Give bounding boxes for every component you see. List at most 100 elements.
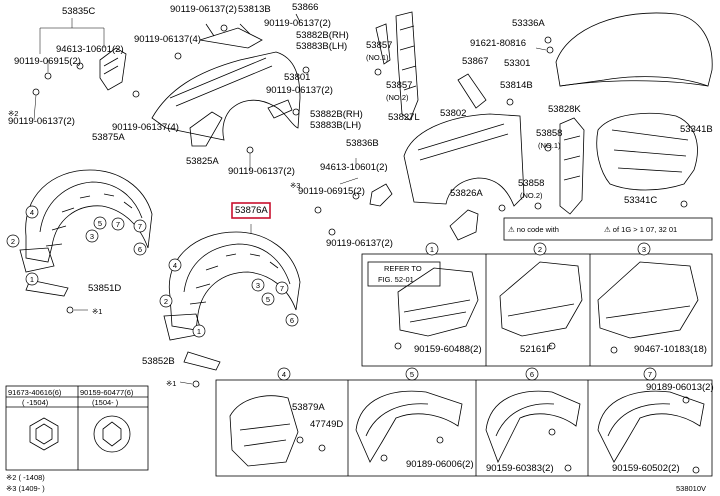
callout-p-94613-10601-b[interactable]: 94613-10601(2) — [320, 162, 388, 173]
callout-p-90119-06137-d[interactable]: 90119-06137(2) — [264, 18, 331, 29]
callout-53866[interactable]: 53866 — [292, 2, 318, 13]
callout-p-90119-06137-b[interactable]: 90119-06137(4) — [134, 34, 201, 45]
ref-circle-4[interactable]: 4 — [168, 258, 182, 272]
detail-panel-header-4[interactable]: 4 — [277, 367, 291, 381]
callout-53883B-LH-2[interactable]: 53883B(LH) — [310, 120, 361, 131]
panel-circle-number: 7 — [648, 370, 652, 379]
callout-p-91621-80816[interactable]: 91621-80816 — [470, 38, 526, 49]
callout-53813B[interactable]: 53813B — [238, 4, 271, 15]
ref-circle-2[interactable]: 2 — [159, 294, 173, 308]
footer-note-a: ※2 ( -1408) — [6, 473, 45, 482]
callout-53876A[interactable]: 53876A — [235, 205, 268, 216]
callout-p-94613-10601-a[interactable]: 94613-10601(2) — [56, 44, 124, 55]
callout-p-90119-06915-a[interactable]: 90119-06915(2) — [14, 56, 81, 67]
callout-53825A[interactable]: 53825A — [186, 156, 219, 167]
ref-circle-7[interactable]: 7 — [275, 281, 289, 295]
callout-p-90119-06137-a[interactable]: 90119-06137(2) — [8, 116, 75, 127]
refer-line2[interactable]: FIG. 52-01 — [378, 275, 414, 284]
callout-53858-b[interactable]: 53858 — [518, 178, 544, 189]
callout-p-90467-10183[interactable]: 90467-10183(18) — [634, 344, 707, 355]
callout-p-90159-60502[interactable]: 90159-60502(2) — [612, 463, 680, 474]
callout-53341C[interactable]: 53341C — [624, 195, 657, 206]
ref-circle-number: 3 — [90, 232, 94, 241]
selected-part-highlight[interactable] — [231, 202, 271, 219]
callout-p-90159-60383[interactable]: 90159-60383(2) — [486, 463, 554, 474]
ref-circle-1[interactable]: 1 — [25, 272, 39, 286]
note-no1b: (NO.1) — [538, 141, 561, 150]
callout-53827L[interactable]: 53827L — [388, 112, 420, 123]
table-col2-range: (1504- ) — [92, 398, 119, 407]
diagram-id: 538010V — [676, 484, 706, 493]
panel-circle-number: 5 — [410, 370, 414, 379]
panel-circle-number: 3 — [642, 245, 646, 254]
part-callouts: 53835C94613-10601(2)90119-06915(2)90119-… — [8, 2, 714, 474]
ref-circle-6[interactable]: 6 — [133, 242, 147, 256]
detail-panel-header-5[interactable]: 5 — [405, 367, 419, 381]
callout-52161F[interactable]: 52161F — [520, 344, 552, 355]
ref-circle-2[interactable]: 2 — [6, 234, 20, 248]
callout-53851D[interactable]: 53851D — [88, 283, 121, 294]
detail-panel-header-3[interactable]: 3 — [637, 242, 651, 256]
callout-53858-a[interactable]: 53858 — [536, 128, 562, 139]
callout-53341B[interactable]: 53341B — [680, 124, 713, 135]
ref-circle-number: 6 — [290, 316, 294, 325]
ref-circle-1[interactable]: 1 — [192, 324, 206, 338]
callout-p-90119-06137-c[interactable]: 90119-06137(2) — [170, 4, 237, 15]
callout-53879A[interactable]: 53879A — [292, 402, 325, 413]
callout-p-90189-06013[interactable]: 90189-06013(2) — [646, 382, 714, 393]
liner-53875A — [19, 169, 153, 314]
callout-53801[interactable]: 53801 — [284, 72, 310, 83]
callout-53857-no1[interactable]: 53857 — [366, 40, 392, 51]
callout-p-90119-06137-e[interactable]: 90119-06137(2) — [266, 85, 333, 96]
ref-circle-7[interactable]: 7 — [111, 217, 125, 231]
detail-panel-header-2[interactable]: 2 — [533, 242, 547, 256]
ref-circle-4[interactable]: 4 — [25, 205, 39, 219]
callout-47749D[interactable]: 47749D — [310, 419, 343, 430]
detail-panel-header-6[interactable]: 6 — [525, 367, 539, 381]
panel-circle-ring — [525, 367, 539, 381]
callout-p-90119-06137-h[interactable]: 90119-06137(2) — [326, 238, 393, 249]
callout-53867[interactable]: 53867 — [462, 56, 488, 67]
callout-53852B[interactable]: 53852B — [142, 356, 175, 367]
detail-panel-header-7[interactable]: 7 — [643, 367, 657, 381]
callout-53875A[interactable]: 53875A — [92, 132, 125, 143]
ref-circle-ring — [111, 217, 125, 231]
ref-circle-5[interactable]: 5 — [93, 216, 107, 230]
table-col1-part[interactable]: 91673-40616(6) — [8, 388, 62, 397]
footer-note-b: ※3 (1409- ) — [6, 484, 45, 493]
hood-and-fender-right — [403, 12, 713, 241]
star-note-2: ※2 — [8, 109, 18, 118]
callout-p-90119-06137-g[interactable]: 90119-06137(2) — [228, 166, 295, 177]
callout-53882B-RH-2[interactable]: 53882B(RH) — [310, 109, 363, 120]
callout-53883B-LH[interactable]: 53883B(LH) — [296, 41, 347, 52]
callout-53828K[interactable]: 53828K — [548, 104, 581, 115]
callout-p-90119-06915-b[interactable]: 90119-06915(2) — [298, 186, 365, 197]
callout-53826A[interactable]: 53826A — [450, 188, 483, 199]
flange-bolt-head-icon — [102, 421, 122, 447]
detail-panel-header-1[interactable]: 1 — [425, 242, 439, 256]
ref-circle-7[interactable]: 7 — [133, 219, 147, 233]
refer-line1[interactable]: REFER TO — [384, 264, 422, 273]
callout-p-90159-60488[interactable]: 90159-60488(2) — [414, 344, 482, 355]
callout-53336A[interactable]: 53336A — [512, 18, 545, 29]
ref-circle-3[interactable]: 3 — [85, 229, 99, 243]
ref-circle-ring — [133, 219, 147, 233]
callout-53814B[interactable]: 53814B — [500, 80, 533, 91]
table-col1-range: ( -1504) — [22, 398, 49, 407]
callout-53835C[interactable]: 53835C — [62, 6, 95, 17]
legend-right: ⚠ of 1G > 1 07, 32 01 — [604, 225, 677, 234]
ref-circle-number: 7 — [280, 284, 284, 293]
callout-53836B[interactable]: 53836B — [346, 138, 379, 149]
ref-circle-6[interactable]: 6 — [285, 313, 299, 327]
callout-53301[interactable]: 53301 — [504, 58, 530, 69]
ref-circle-3[interactable]: 3 — [251, 278, 265, 292]
callout-p-90189-06006[interactable]: 90189-06006(2) — [406, 459, 474, 470]
callout-53802[interactable]: 53802 — [440, 108, 466, 119]
callout-53882B-RH[interactable]: 53882B(RH) — [296, 30, 349, 41]
callout-p-90119-06137-f[interactable]: 90119-06137(4) — [112, 122, 179, 133]
hex-bolt-inner-icon — [35, 423, 53, 445]
ref-circle-ring — [285, 313, 299, 327]
table-col2-part[interactable]: 90159-60477(6) — [80, 388, 134, 397]
callout-53857-no2[interactable]: 53857 — [386, 80, 412, 91]
ref-circle-5[interactable]: 5 — [261, 292, 275, 306]
